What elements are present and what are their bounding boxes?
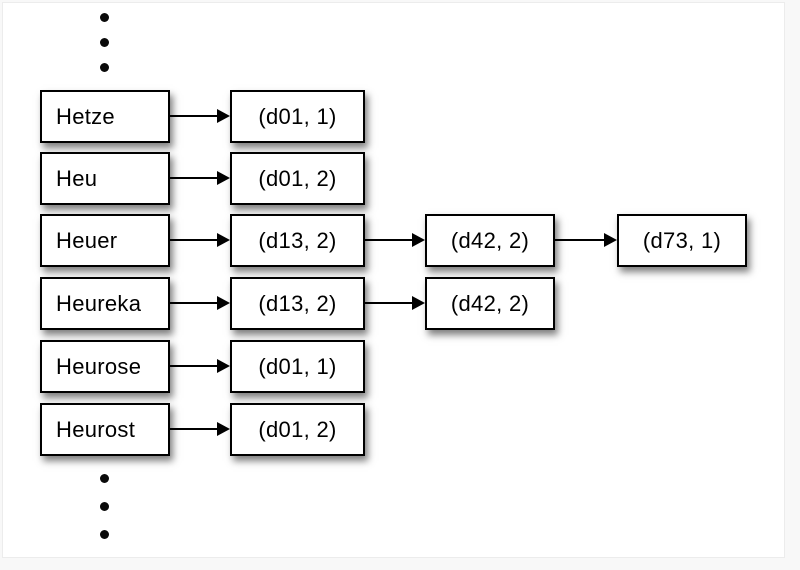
- arrow: [365, 302, 412, 304]
- term-box-heurose: Heurose: [40, 340, 170, 393]
- arrow: [170, 115, 217, 117]
- arrow: [170, 177, 217, 179]
- ellipsis-dot: [100, 530, 109, 539]
- arrow: [170, 239, 217, 241]
- ellipsis-bottom: [100, 474, 109, 539]
- posting-box: (d01, 2): [230, 152, 365, 205]
- ellipsis-dot: [100, 502, 109, 511]
- ellipsis-dot: [100, 474, 109, 483]
- posting-box: (d73, 1): [617, 214, 747, 267]
- term-box-heurost: Heurost: [40, 403, 170, 456]
- arrow: [170, 428, 217, 430]
- arrow: [170, 365, 217, 367]
- term-box-heu: Heu: [40, 152, 170, 205]
- posting-box: (d01, 1): [230, 340, 365, 393]
- ellipsis-dot: [100, 63, 109, 72]
- term-box-heuer: Heuer: [40, 214, 170, 267]
- term-box-hetze: Hetze: [40, 90, 170, 143]
- term-box-heureka: Heureka: [40, 277, 170, 330]
- posting-box: (d13, 2): [230, 214, 365, 267]
- arrow: [170, 302, 217, 304]
- ellipsis-dot: [100, 38, 109, 47]
- arrow: [555, 239, 604, 241]
- posting-box: (d01, 2): [230, 403, 365, 456]
- posting-box: (d01, 1): [230, 90, 365, 143]
- ellipsis-top: [100, 13, 109, 72]
- posting-box: (d42, 2): [425, 277, 555, 330]
- ellipsis-dot: [100, 13, 109, 22]
- posting-box: (d42, 2): [425, 214, 555, 267]
- arrow: [365, 239, 412, 241]
- posting-box: (d13, 2): [230, 277, 365, 330]
